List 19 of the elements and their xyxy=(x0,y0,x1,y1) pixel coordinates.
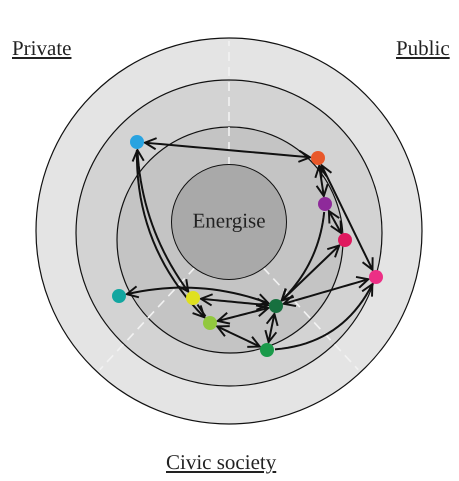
arrow xyxy=(280,244,340,302)
arrow xyxy=(216,304,270,325)
arrow xyxy=(144,137,311,163)
sector-label: Public xyxy=(396,36,450,61)
arrow xyxy=(328,210,342,234)
arrow xyxy=(132,149,190,293)
arrow xyxy=(320,164,374,271)
arrow xyxy=(282,276,370,307)
arrow xyxy=(126,285,270,306)
arrow xyxy=(274,283,374,350)
arrow xyxy=(264,312,279,344)
arrow xyxy=(200,293,270,311)
sector-label: Civic society xyxy=(166,450,276,475)
arrow xyxy=(216,325,261,348)
sector-label: Private xyxy=(12,36,72,61)
arrow xyxy=(136,150,206,318)
arrow xyxy=(314,164,329,198)
arrow xyxy=(280,212,326,302)
circle-title: Energise xyxy=(192,208,266,234)
